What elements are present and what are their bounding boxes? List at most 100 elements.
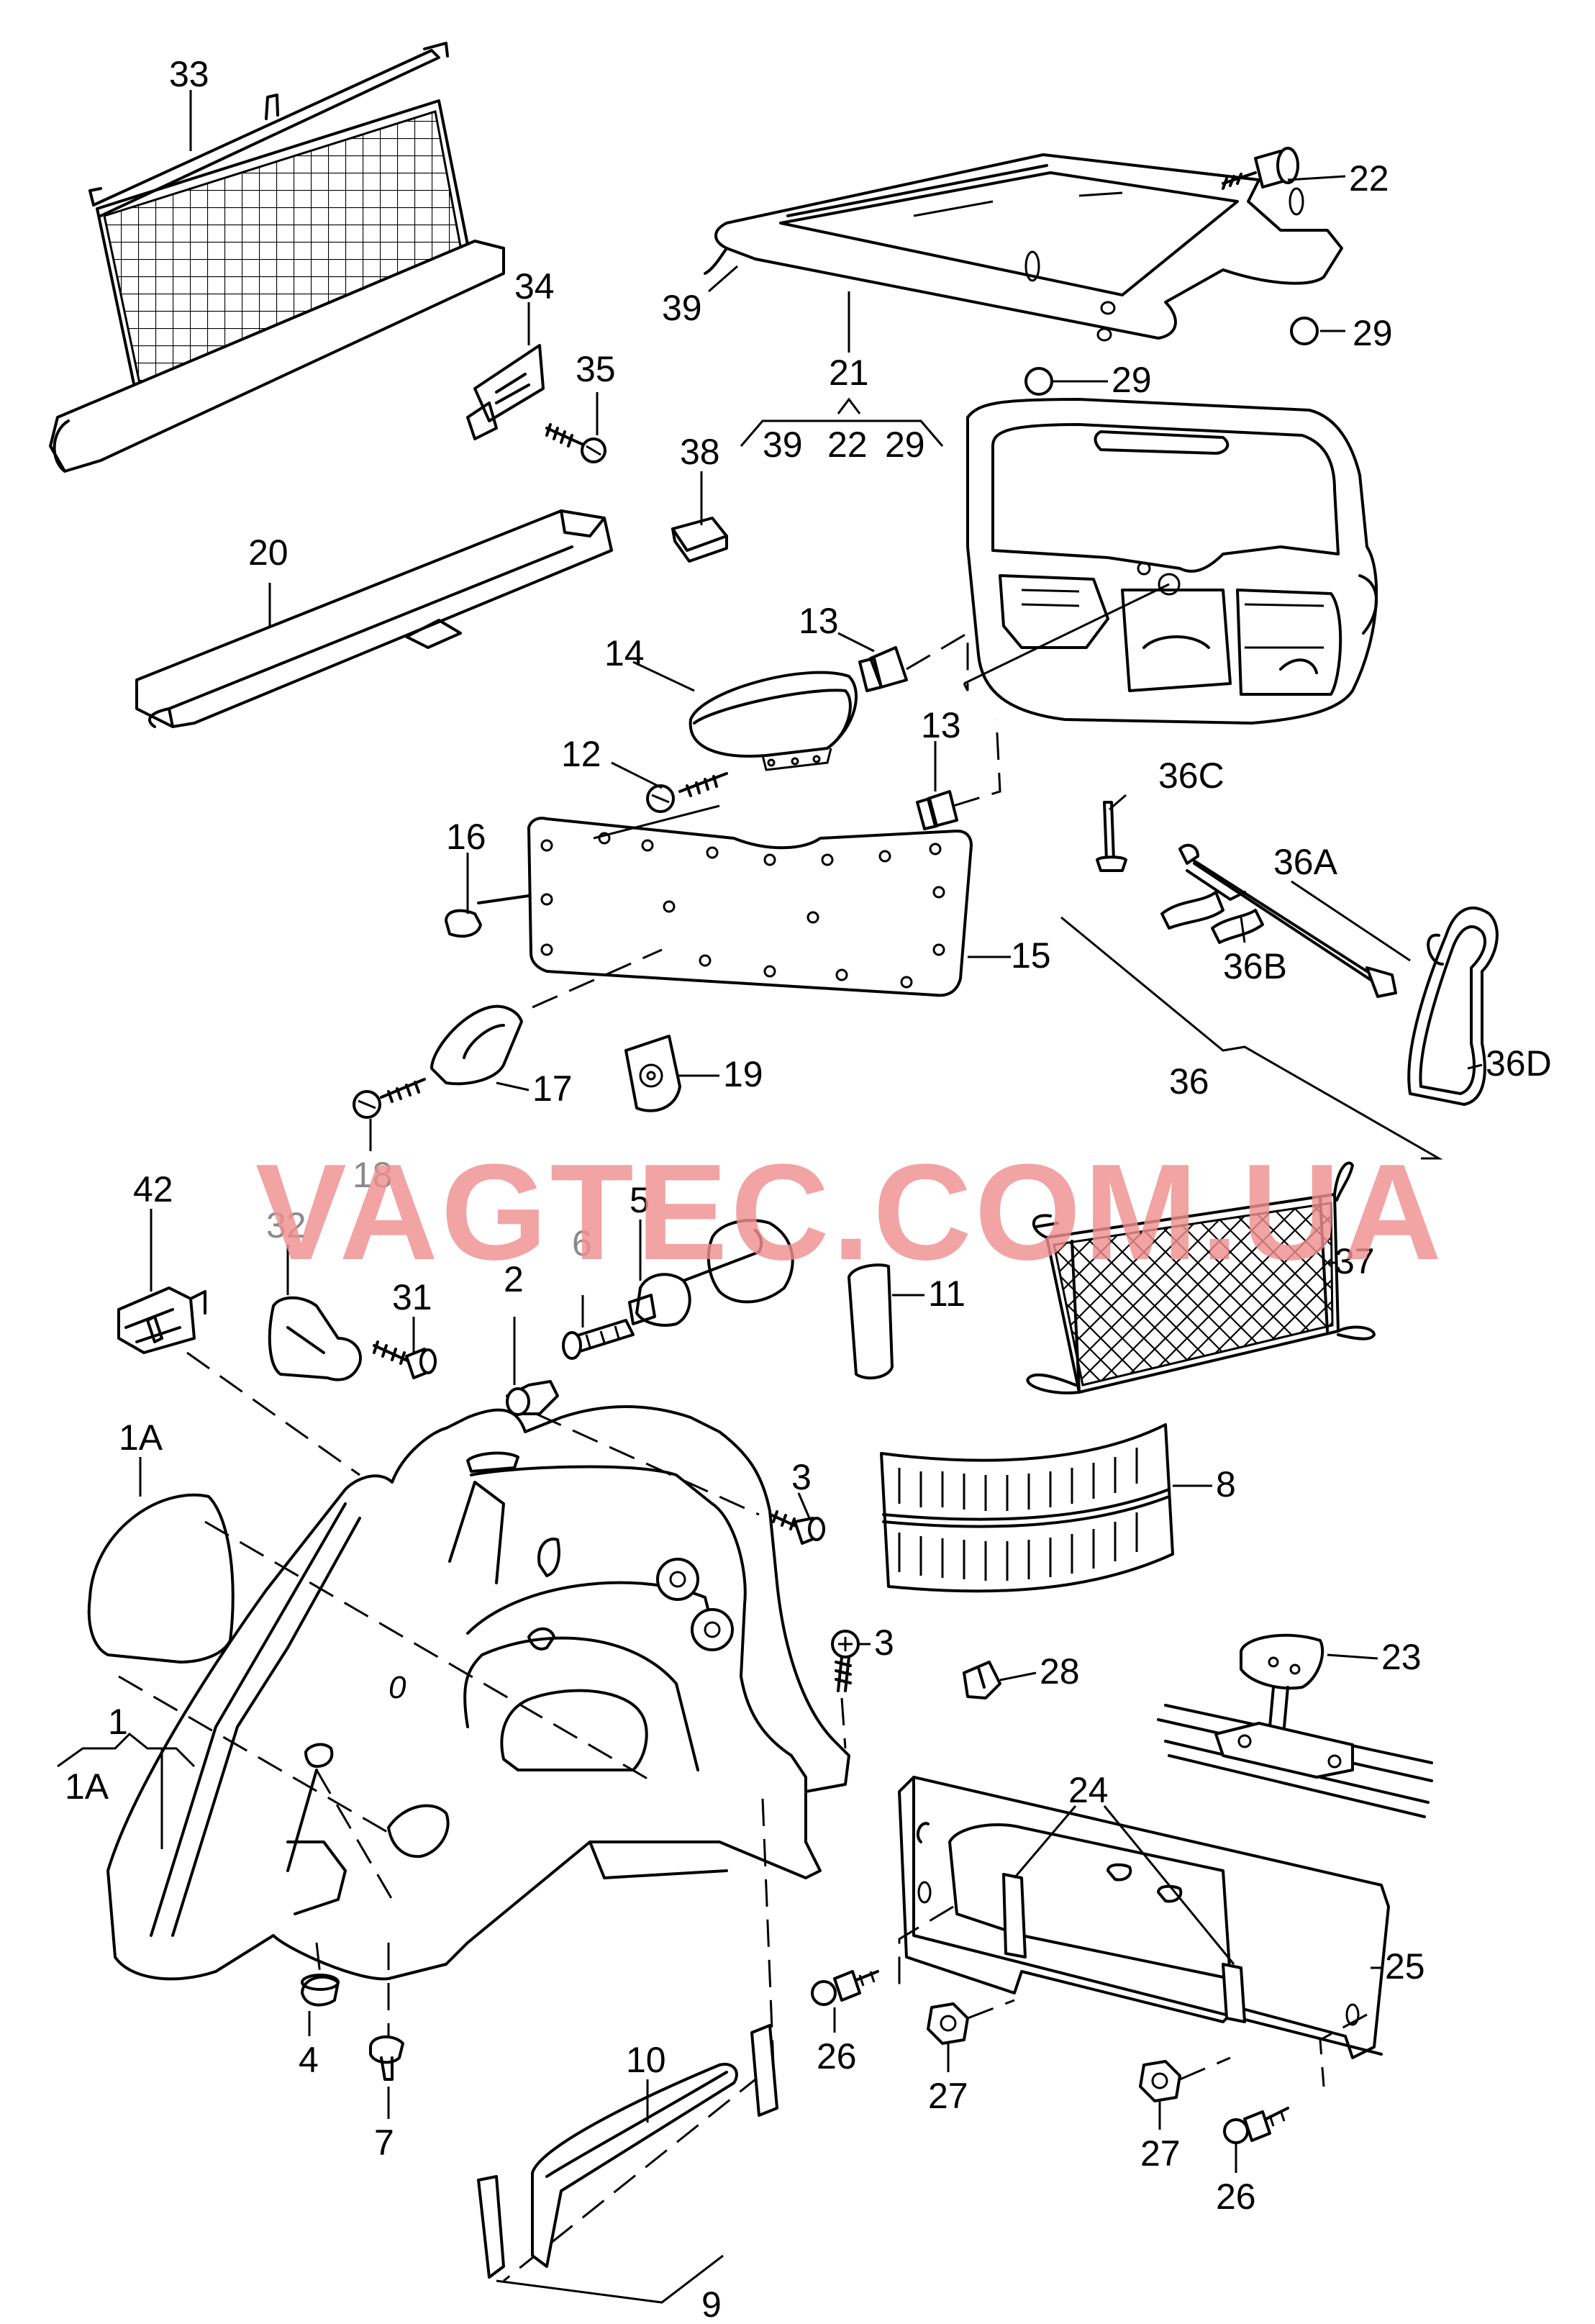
rear-wiper-assembly [1096,801,1499,1106]
clip-16 [445,894,530,938]
callout-27-right: 27 [1140,2133,1181,2174]
floor-bracket-23 [1240,1633,1324,1728]
screw-31 [373,1340,437,1379]
bracket-screw [545,423,606,463]
hook-32 [268,1296,362,1381]
fastener-22-top [1222,147,1299,190]
callout-5: 5 [630,1180,650,1220]
callouts: 33 34 35 20 38 22 29 29 39 21 39 22 29 1… [65,54,1552,2324]
callout-36: 36 [1169,1061,1209,1102]
callout-9: 9 [701,2284,722,2324]
callout-2: 2 [504,1259,524,1299]
clip-7 [369,2035,404,2081]
callout-18: 18 [353,1155,393,1195]
callout-14: 14 [604,633,645,673]
trim-strip-10 [531,2063,738,2268]
luggage-net-37 [1026,1161,1376,1394]
callout-38: 38 [680,432,720,472]
callout-3-lower: 3 [874,1622,894,1663]
callout-21: 21 [829,353,869,393]
floor-rail [1157,1704,1433,1818]
callout-42: 42 [133,1169,173,1209]
callout-33: 33 [169,54,209,94]
callout-3-upper: 3 [791,1457,812,1497]
net-bracket [466,344,545,440]
callout-12: 12 [561,734,601,774]
callout-1A: 1A [119,1417,163,1458]
handle-17 [430,1004,523,1086]
bolt-26-left [811,1970,879,2006]
bolt-26-right [1223,2107,1289,2144]
lower-trim-9 [477,2024,778,2279]
callout-11: 11 [928,1274,965,1314]
callout-1-1A: 1A [65,1766,109,1807]
callout-15: 15 [1011,935,1051,976]
callout-1: 1 [108,1702,128,1742]
callout-4: 4 [299,2040,319,2080]
cover-11 [848,1263,894,1380]
callout-27-left: 27 [928,2076,968,2116]
leader-lines [57,90,1483,2304]
cap-29-right [1290,317,1319,345]
callout-19: 19 [723,1054,763,1094]
luggage-net-partition [49,42,505,473]
callout-23: 23 [1381,1637,1422,1677]
parcel-shelf [704,153,1343,342]
floor-mat-8 [880,1423,1174,1593]
panel-marking: 0 [388,1670,406,1705]
callout-39: 39 [662,288,702,328]
insulation-1A [87,1493,235,1663]
tailgate-trim-panel [527,817,973,997]
clip-28 [963,1661,1001,1699]
cap-29-left [1024,367,1053,396]
luggage-cover [135,509,613,728]
spacer-2 [506,1380,559,1416]
callout-36A: 36A [1273,842,1338,882]
cap-5 [628,1219,794,1327]
callout-21-22: 22 [827,425,868,465]
callout-20: 20 [248,532,288,573]
callout-6: 6 [572,1223,592,1263]
tailgate [966,398,1378,725]
callout-24: 24 [1068,1770,1109,1810]
callout-13-upper: 13 [799,601,839,641]
callout-34: 34 [514,266,555,307]
callout-10: 10 [626,2040,666,2080]
rear-trim-panel-25 [898,1776,1390,2059]
callout-36B: 36B [1223,946,1287,986]
callout-31: 31 [392,1277,432,1317]
callout-16: 16 [446,817,486,857]
clip-19 [624,1035,681,1112]
bolt-6 [562,1319,635,1360]
callout-36D: 36D [1486,1043,1552,1084]
screw-18 [353,1078,426,1119]
callout-22-top: 22 [1349,158,1389,199]
clip-38 [671,517,728,563]
callout-36C: 36C [1158,755,1224,796]
plug-4 [301,1974,340,2007]
callout-29-left: 29 [1112,360,1152,400]
callout-7: 7 [374,2123,394,2163]
callout-21-39: 39 [763,425,803,465]
nut-27-right [1139,2060,1181,2102]
callout-29-right: 29 [1353,313,1393,353]
callout-17: 17 [532,1068,573,1109]
screw-3-lower [831,1630,860,1692]
callout-21-29: 29 [885,425,925,465]
callout-25: 25 [1385,1946,1425,1987]
callout-37: 37 [1335,1241,1375,1281]
nut-27-left [927,2002,969,2045]
clip-13-upper [858,646,908,692]
watermark: VAGTEC.COM.UA [255,1136,1445,1289]
callout-28: 28 [1040,1651,1080,1692]
clip-13-lower [916,790,958,830]
side-trim-panel: 0 [106,1405,850,1981]
callout-26-left: 26 [817,2036,857,2076]
callout-8: 8 [1216,1464,1236,1504]
screw-12 [646,772,728,813]
callout-35: 35 [576,349,616,389]
callout-32: 32 [266,1205,306,1245]
callout-13-lower: 13 [921,705,961,745]
trim-ring-14 [689,671,858,771]
